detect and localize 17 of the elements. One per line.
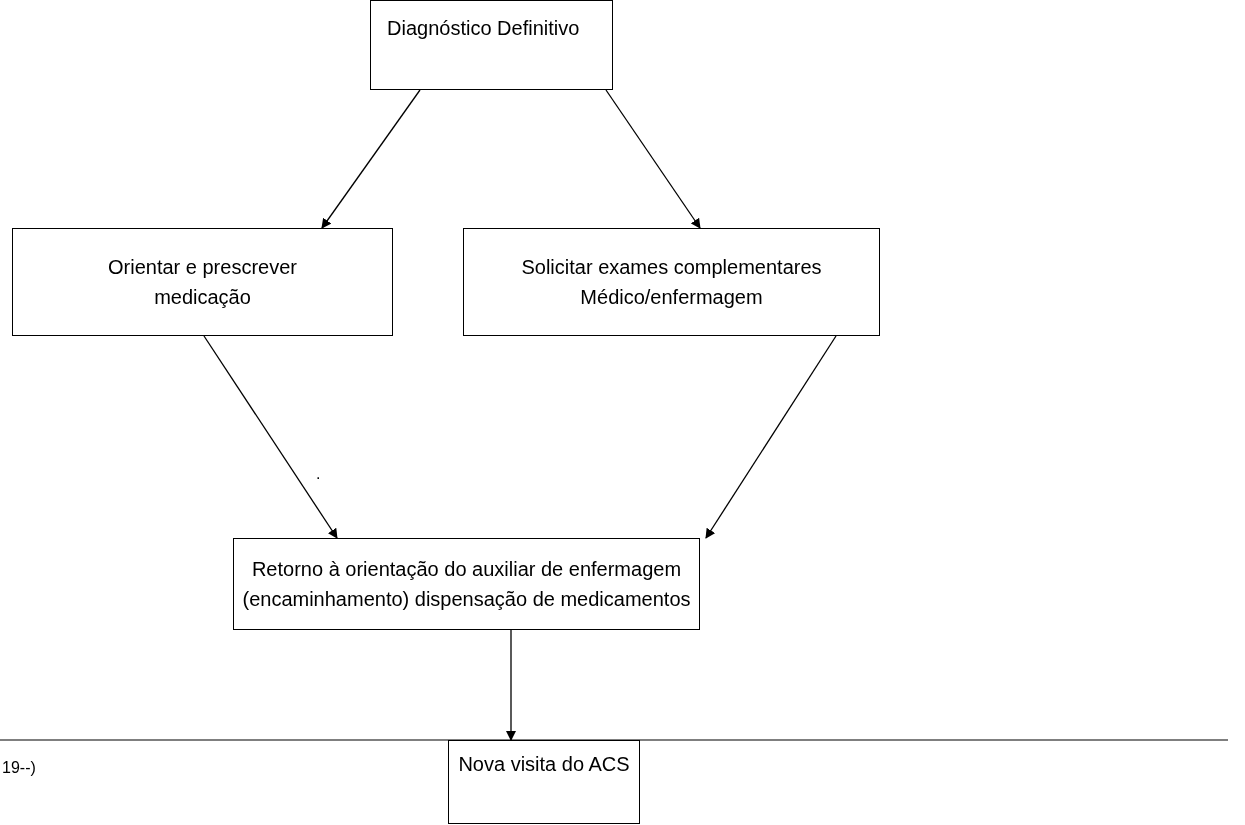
process-box — [370, 0, 613, 90]
process-box — [233, 538, 700, 630]
note-text: 19--) — [2, 758, 36, 778]
box-text: Orientar e prescrever medicação — [107, 255, 298, 310]
process-box — [448, 740, 640, 824]
arrow — [506, 629, 516, 741]
arrow — [321, 89, 421, 229]
arrow — [605, 89, 701, 229]
arrow — [705, 335, 837, 539]
box-text: Diagnóstico Definitivo — [387, 16, 580, 41]
box-text: Retorno à orientação do auxiliar de enfermagem (encaminhamento) dispensação de medicamentos — [242, 557, 691, 612]
process-box — [12, 228, 393, 336]
arrow — [203, 335, 338, 539]
process-box — [463, 228, 880, 336]
note-text: . — [316, 464, 321, 484]
box-text: Nova visita do ACS — [458, 752, 630, 777]
box-text: Solicitar exames complementares Médico/enfermagem — [520, 255, 823, 310]
